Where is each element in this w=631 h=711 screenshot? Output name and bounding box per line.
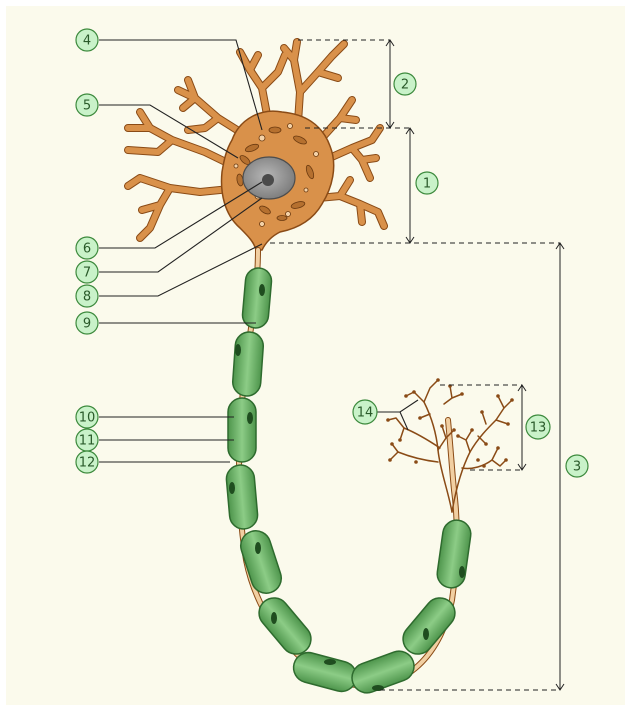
svg-text:14: 14 xyxy=(357,406,374,421)
svg-text:13: 13 xyxy=(530,421,547,436)
svg-text:8: 8 xyxy=(83,290,91,305)
svg-text:3: 3 xyxy=(573,460,581,475)
diagram-background xyxy=(6,6,625,705)
label-7: 7 xyxy=(76,261,98,283)
svg-text:11: 11 xyxy=(79,434,96,449)
label-12: 12 xyxy=(76,451,98,473)
label-11: 11 xyxy=(76,429,98,451)
label-13: 13 xyxy=(526,415,550,439)
label-4: 4 xyxy=(76,29,98,51)
myelin-segment xyxy=(228,398,256,462)
label-5: 5 xyxy=(76,94,98,116)
svg-text:9: 9 xyxy=(83,317,91,332)
svg-text:7: 7 xyxy=(83,266,91,281)
label-1: 1 xyxy=(416,172,438,194)
nucleolus xyxy=(262,174,274,186)
svg-text:2: 2 xyxy=(401,78,409,93)
svg-text:4: 4 xyxy=(83,34,91,49)
label-14: 14 xyxy=(353,400,377,424)
label-8: 8 xyxy=(76,285,98,307)
svg-text:10: 10 xyxy=(79,411,96,426)
svg-text:6: 6 xyxy=(83,242,91,257)
svg-text:12: 12 xyxy=(79,456,96,471)
myelin-segment xyxy=(225,464,258,530)
label-6: 6 xyxy=(76,237,98,259)
svg-text:5: 5 xyxy=(83,99,91,114)
label-10: 10 xyxy=(76,406,98,428)
myelin-segment xyxy=(232,331,264,397)
label-9: 9 xyxy=(76,312,98,334)
label-3: 3 xyxy=(566,455,588,477)
label-2: 2 xyxy=(394,73,416,95)
myelin-segment xyxy=(241,267,272,329)
svg-text:1: 1 xyxy=(423,177,431,192)
